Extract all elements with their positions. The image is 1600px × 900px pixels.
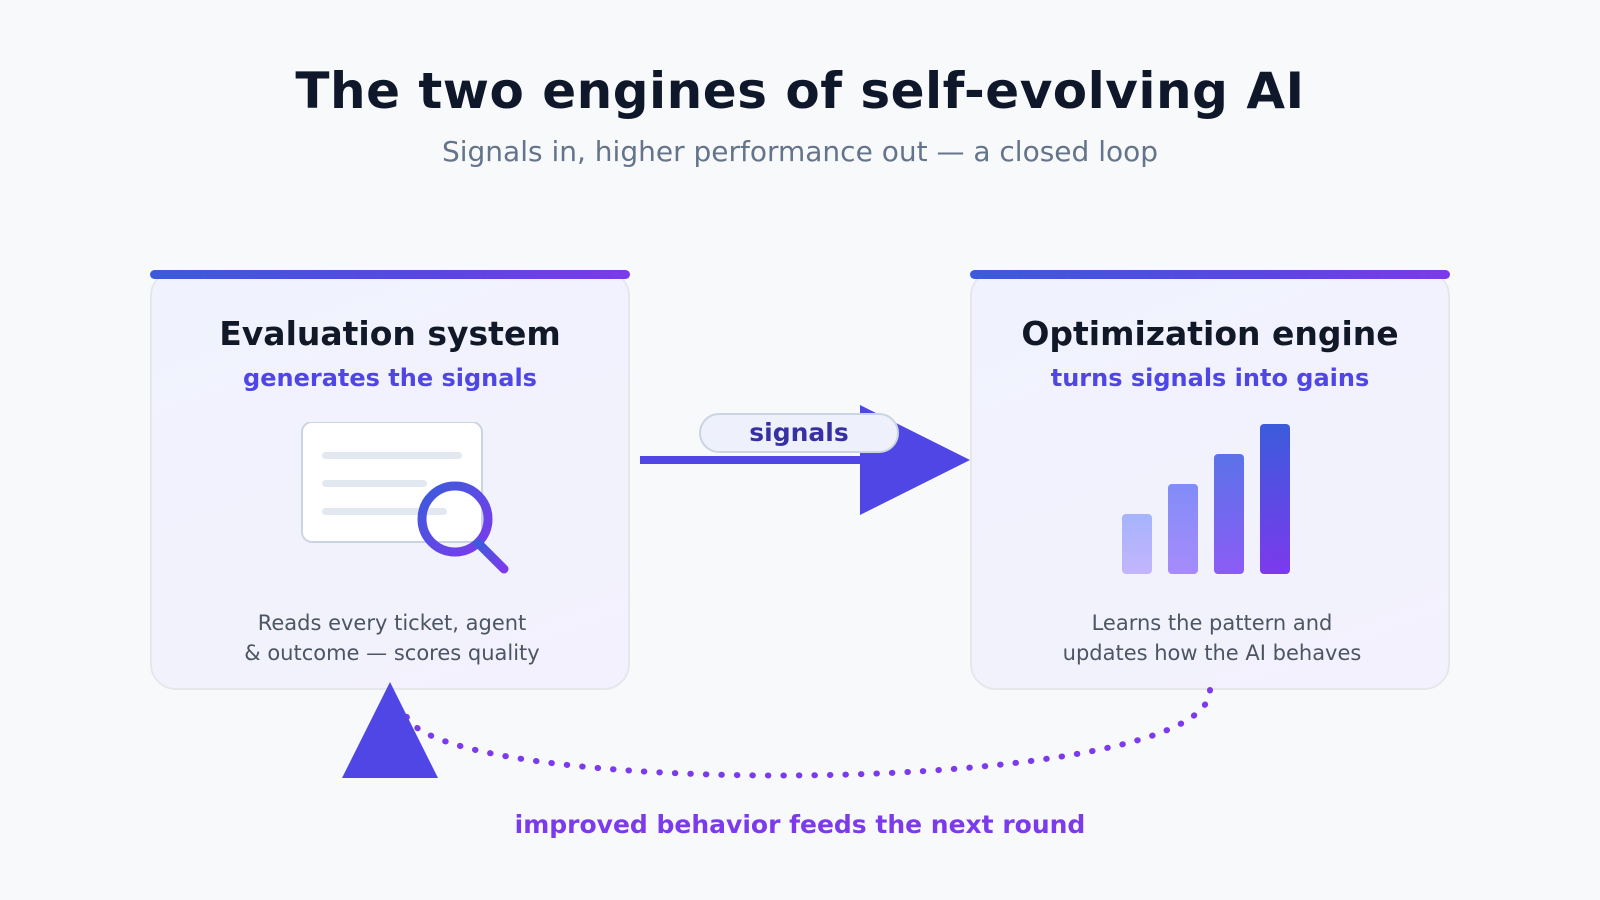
page-subtitle: Signals in, higher performance out — a c… [441, 135, 1159, 168]
optimization-description-line1: Learns the pattern and [1091, 611, 1333, 635]
document-magnifier-icon [301, 422, 509, 574]
page-title: The two engines of self-evolving AI [295, 62, 1305, 120]
evaluation-title: Evaluation system [219, 314, 561, 353]
optimization-subtitle: turns signals into gains [1050, 364, 1370, 392]
optimization-card-accent-bar [970, 270, 1450, 279]
feedback-loop-arrow-head [342, 682, 438, 778]
signals-label: signals [699, 413, 899, 453]
growth-bar-4 [1260, 424, 1290, 574]
growth-bar-1 [1122, 514, 1152, 574]
optimization-card: Optimization engine turns signals into g… [970, 270, 1450, 690]
growth-bar-2 [1168, 484, 1198, 574]
evaluation-description: Reads every ticket, agent & outcome — sc… [202, 608, 582, 668]
evaluation-description-line2: & outcome — scores quality [244, 641, 540, 665]
optimization-description: Learns the pattern and updates how the A… [1022, 608, 1402, 668]
evaluation-subtitle: generates the signals [243, 364, 537, 392]
magnifier-icon [417, 481, 493, 557]
feedback-loop-label: improved behavior feeds the next round [514, 810, 1086, 839]
evaluation-card: Evaluation system generates the signals … [150, 270, 630, 690]
evaluation-description-line1: Reads every ticket, agent [257, 611, 527, 635]
optimization-title: Optimization engine [1021, 314, 1399, 353]
evaluation-card-accent-bar [150, 270, 630, 279]
optimization-description-line2: updates how the AI behaves [1062, 641, 1362, 665]
feedback-loop-path [402, 687, 1213, 779]
growth-bar-3 [1214, 454, 1244, 574]
bar-growth-icon [1122, 424, 1290, 574]
